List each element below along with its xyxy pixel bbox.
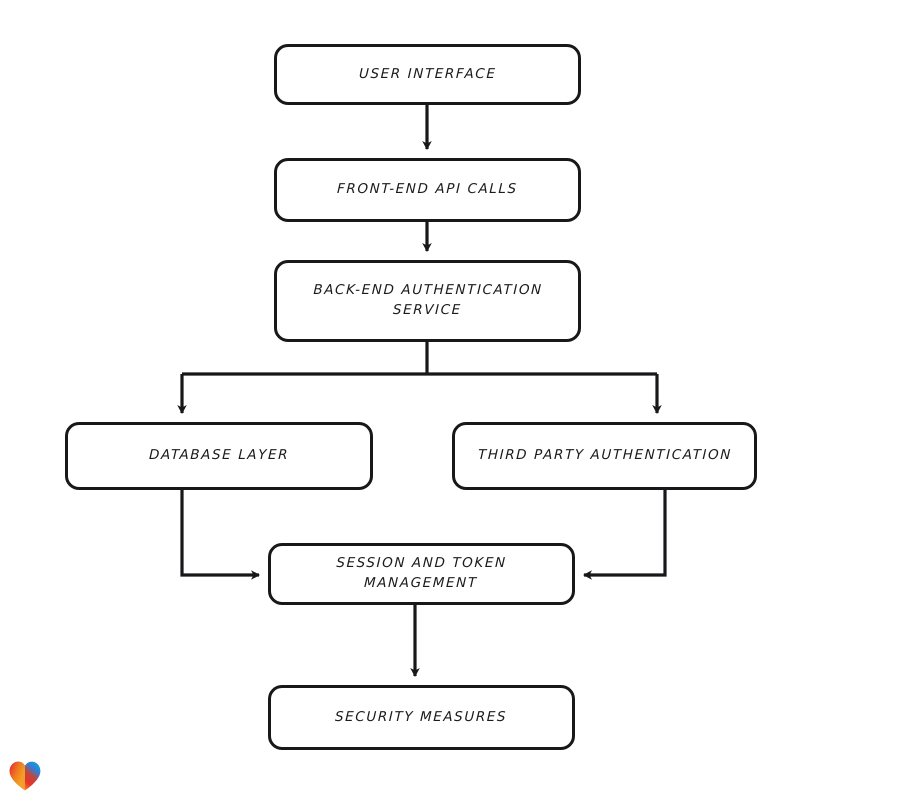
node-label-back-end-authentication-service: BACK-END AUTHENTICATION SERVICE (312, 282, 543, 318)
node-security-measures[interactable]: SECURITY MEASURES (268, 685, 575, 750)
node-label-security-measures: SECURITY MEASURES (335, 708, 508, 725)
node-third-party-authentication[interactable]: THIRD PARTY AUTHENTICATION (452, 422, 757, 490)
node-label-front-end-api-calls: FRONT-END API CALLS (336, 181, 519, 198)
node-label-user-interface: USER INTERFACE (358, 65, 497, 82)
node-label-session-and-token-management: SESSION AND TOKEN MANAGEMENT (336, 555, 508, 591)
node-user-interface[interactable]: USER INTERFACE (274, 44, 581, 105)
heart-icon (9, 761, 41, 791)
node-database-layer[interactable]: DATABASE LAYER (65, 422, 373, 490)
edge-database-to-session (180, 490, 260, 580)
node-label-third-party-authentication: THIRD PARTY AUTHENTICATION (477, 447, 732, 464)
node-back-end-authentication-service[interactable]: BACK-END AUTHENTICATION SERVICE (274, 260, 581, 342)
edge-backend-to-branch-split (182, 342, 657, 376)
edge-thirdparty-to-session (583, 490, 667, 580)
node-label-database-layer: DATABASE LAYER (148, 447, 290, 464)
node-session-and-token-management[interactable]: SESSION AND TOKEN MANAGEMENT (268, 543, 575, 605)
node-front-end-api-calls[interactable]: FRONT-END API CALLS (274, 158, 581, 222)
